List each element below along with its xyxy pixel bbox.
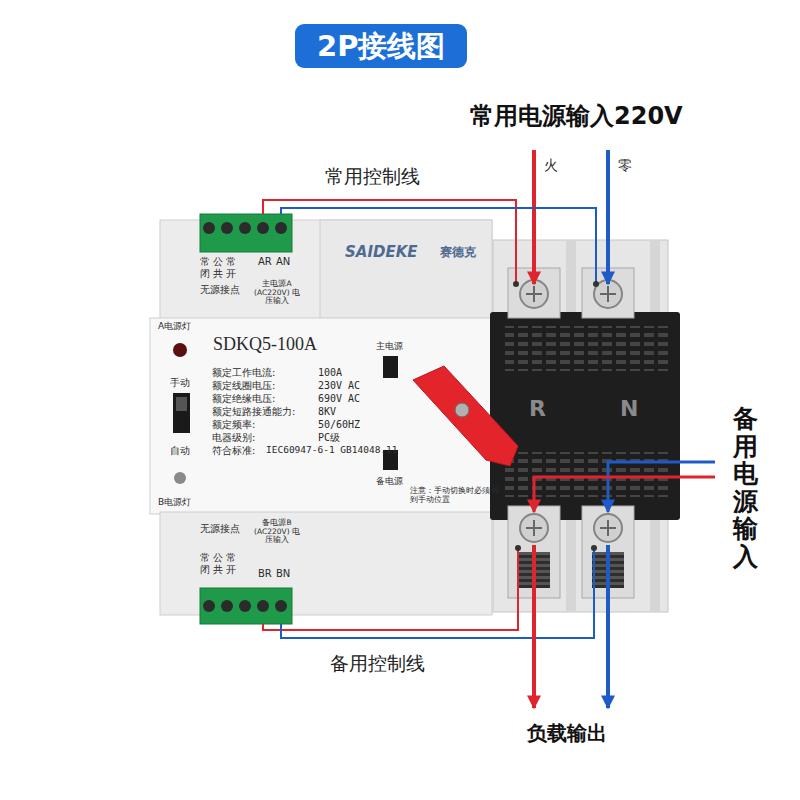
- spec-name: 电器级别:: [212, 432, 255, 444]
- title-banner: 2P接线图: [295, 24, 467, 68]
- spec-name: 额定线圈电压:: [212, 380, 275, 392]
- wire-label: 常用控制线: [325, 166, 420, 188]
- terminal-label: 无源接点: [200, 284, 240, 296]
- switch-label: 自动: [170, 445, 190, 457]
- spec-name: 额定绝缘电压:: [212, 393, 275, 405]
- terminal-label: 闭 共 开: [200, 564, 236, 576]
- supply-heading: 备用电源输入: [733, 405, 758, 570]
- spec-value: IEC60947-6-1 GB14048.11: [266, 445, 398, 456]
- lamp-label: B电源灯: [158, 497, 191, 507]
- supply-heading: 常用电源输入220V: [470, 103, 683, 131]
- pin-name: BN: [276, 568, 290, 580]
- pin-name: AN: [276, 256, 290, 268]
- warning-note: 注意：手动切换时必须 投到手动位置: [410, 487, 502, 504]
- spec-value: 8KV: [318, 406, 336, 418]
- terminal-label: 无源接点: [200, 523, 240, 535]
- brand-name: SAIDEKE: [345, 244, 418, 261]
- pin-name: AR: [258, 256, 272, 268]
- indicator-label: 备电源: [376, 476, 403, 486]
- spec-value: PC级: [318, 432, 340, 444]
- terminal-label: 常 公 常: [200, 552, 236, 564]
- spec-name: 额定频率:: [212, 419, 255, 431]
- spec-name: 符合标准:: [212, 445, 255, 457]
- pole-mark: R: [529, 396, 546, 421]
- pin-name: BR: [258, 568, 272, 580]
- spec-value: 230V AC: [318, 380, 360, 392]
- indicator-label: 主电源: [376, 341, 403, 351]
- switch-label: 手动: [170, 377, 190, 389]
- phase-label: 零: [618, 157, 632, 173]
- wire-label: 备用控制线: [330, 653, 425, 675]
- spec-name: 额定工作电流:: [212, 367, 275, 379]
- spec-value: 50/60HZ: [318, 419, 360, 431]
- title-text: 2P接线图: [317, 29, 445, 63]
- spec-value: 100A: [318, 367, 342, 379]
- spec-name: 额定短路接通能力:: [212, 406, 295, 418]
- phase-label: 火: [544, 157, 558, 173]
- load-heading: 负载输出: [527, 722, 607, 745]
- model-number: SDKQ5-100A: [213, 334, 317, 355]
- lamp-label: A电源灯: [158, 321, 191, 331]
- terminal-label: 常 公 常: [200, 256, 236, 268]
- terminal-label: 闭 共 开: [200, 268, 236, 280]
- spec-value: 690V AC: [318, 393, 360, 405]
- pole-mark: N: [620, 396, 638, 421]
- brand-name: 赛德克: [440, 246, 476, 260]
- terminal-note: 备电源B (AC220V) 电压输入: [252, 519, 302, 545]
- terminal-note: 主电源A (AC220V) 电压输入: [252, 280, 302, 306]
